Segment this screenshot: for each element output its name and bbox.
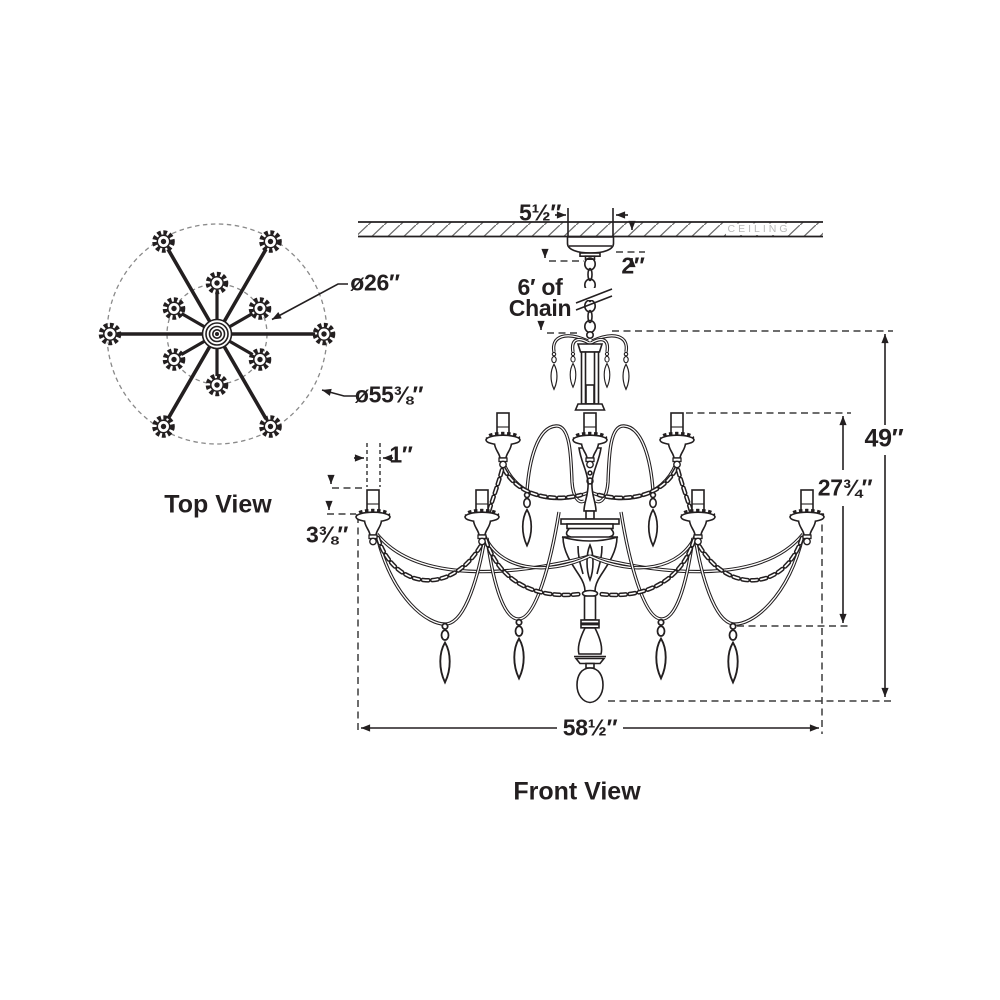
crystal-drop (521, 491, 533, 547)
dimension-lines (325, 211, 889, 732)
lower-tier-arms (375, 511, 805, 684)
front-view-drawing (325, 208, 893, 734)
top-view-center-hub (201, 318, 233, 350)
outer-diameter-leader (321, 388, 356, 397)
central-urn (560, 518, 620, 598)
dim-candle-width-label: 1″ (389, 441, 413, 468)
ceiling-band (358, 221, 823, 238)
tick-arrows (325, 220, 636, 511)
hanging-chain (575, 257, 613, 339)
crystal-drop (727, 622, 739, 684)
chain-hook (585, 330, 594, 339)
vase-stem (578, 447, 602, 520)
dim-canopy-width-label: 5½″ (518, 199, 562, 226)
inner-diameter-label: ø26″ (350, 269, 400, 296)
chain-note-line2: Chain (508, 295, 572, 321)
crystal-drop (647, 491, 659, 547)
dashed-extension-lines (327, 251, 893, 734)
crystal-drop (513, 618, 525, 680)
dim-overall-width-label: 58½″ (562, 714, 618, 741)
bottom-finial (574, 595, 606, 704)
central-column (574, 343, 606, 411)
chain-note-line1: 6′ of (517, 274, 563, 300)
chain-length-note: 6′ of Chain (508, 274, 572, 321)
crystal-drop (655, 618, 667, 680)
outer-diameter-label: ø55⅜″ (354, 381, 424, 408)
dim-canopy-height-label: 2″ (621, 252, 645, 279)
front-view-title: Front View (513, 777, 641, 806)
ceiling-label: CEILING (727, 223, 791, 235)
top-view-outer-arms (118, 247, 316, 421)
dim-candle-above-bobeche-label: 3⅜″ (305, 521, 349, 548)
top-scroll-cluster (550, 334, 630, 390)
chain-break-gap (580, 288, 600, 300)
crystal-drop (439, 622, 451, 684)
top-view-drawing (101, 223, 356, 445)
dim-body-height-label: 27¾″ (817, 474, 873, 501)
top-view-title: Top View (164, 490, 272, 519)
dim-overall-height-label: 49″ (864, 424, 904, 453)
inner-diameter-leader (271, 283, 348, 321)
